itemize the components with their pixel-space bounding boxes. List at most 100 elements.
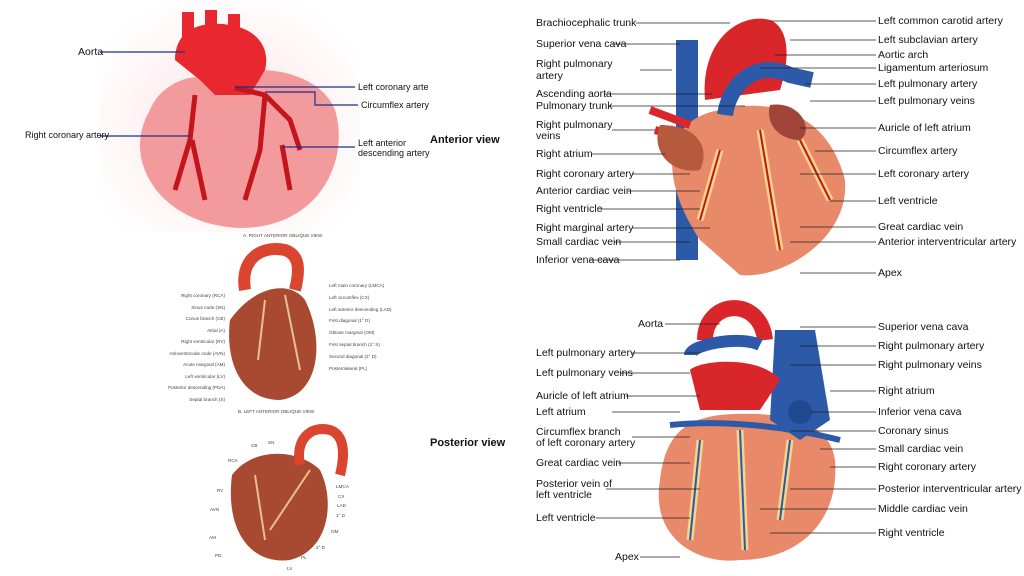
lao-label-rv: RV xyxy=(217,488,224,493)
rao-label: Left ventricular (LV) xyxy=(185,373,225,379)
rao-label: Acute marginal (AM) xyxy=(183,362,225,367)
post-label: Right atrium xyxy=(878,385,935,397)
post-label: Right coronary artery xyxy=(878,461,977,473)
lao-label-om: OM xyxy=(331,529,339,534)
anterior-heart-illustration xyxy=(648,18,846,276)
ant-label: Aortic arch xyxy=(878,49,929,61)
post-label: Right ventricle xyxy=(878,527,945,539)
rao-title: A. RIGHT ANTERIOR OBLIQUE VIEW xyxy=(243,233,323,238)
label-lad-2: descending artery xyxy=(358,148,430,158)
post-label: left ventricle xyxy=(536,489,593,501)
post-label: Left ventricle xyxy=(536,512,596,524)
post-label: Middle cardiac vein xyxy=(878,503,968,515)
post-label: Apex xyxy=(615,551,639,563)
label-circumflex: Circumflex artery xyxy=(361,100,430,110)
anterior-view-title: Anterior view xyxy=(430,134,500,146)
ant-label: Circumflex artery xyxy=(878,145,958,157)
lao-label-cx: CX xyxy=(338,494,345,499)
lao-label-lmca: LMCA xyxy=(336,484,349,489)
rao-heart-illustration xyxy=(229,243,317,400)
post-label: Great cardiac vein xyxy=(536,457,622,469)
rao-label: Left circumflex (CX) xyxy=(329,294,370,300)
lao-label-pd: PD xyxy=(215,553,222,558)
ant-label: Left common carotid artery xyxy=(878,15,1003,27)
label-right-coronary: Right coronary artery xyxy=(25,130,110,140)
rao-label: Left main coronary (LMCA) xyxy=(329,283,385,288)
ant-label: Right atrium xyxy=(536,148,593,160)
posterior-heart-illustration xyxy=(658,300,841,561)
rao-label: First diagonal (1° D) xyxy=(329,318,370,324)
ant-label: artery xyxy=(536,70,563,82)
ant-label: Ligamentum arteriosum xyxy=(878,62,989,74)
ant-label: Left coronary artery xyxy=(878,168,970,180)
post-label: of left coronary artery xyxy=(536,437,636,449)
lao-label-cb: CB xyxy=(251,443,258,448)
post-label: Coronary sinus xyxy=(878,425,949,437)
lao-label-rca: RCA xyxy=(228,458,238,463)
rao-label: Septal branch (S) xyxy=(189,396,225,402)
ant-label: Left pulmonary veins xyxy=(878,95,975,107)
lao-label-2d: 2° D xyxy=(316,545,325,550)
ant-label: Ascending aorta xyxy=(536,88,612,100)
rao-label: Second diagonal (2° D) xyxy=(329,353,377,359)
ant-label: Left ventricle xyxy=(878,195,938,207)
ant-label: Anterior cardiac vein xyxy=(536,185,632,197)
post-label: Auricle of left atrium xyxy=(536,390,629,402)
ant-label: Small cardiac vein xyxy=(536,236,622,248)
label-aorta: Aorta xyxy=(78,46,104,58)
rao-label: Sinus node (SN) xyxy=(191,304,225,310)
lao-title: B. LEFT ANTERIOR OBLIQUE VIEW xyxy=(238,409,315,414)
lao-label-lad: LAD xyxy=(337,503,346,508)
post-label: Superior vena cava xyxy=(878,321,969,333)
post-label: Aorta xyxy=(638,318,664,330)
lao-label-am: AM xyxy=(209,535,216,540)
ant-label: Right pulmonary xyxy=(536,119,613,131)
ant-label: Auricle of left atrium xyxy=(878,122,971,134)
ant-label: Right marginal artery xyxy=(536,222,634,234)
post-label: Left atrium xyxy=(536,406,586,418)
post-label: Posterior interventricular artery xyxy=(878,483,1022,495)
ant-label: Superior vena cava xyxy=(536,38,627,50)
rao-label: Atrial (A) xyxy=(207,327,225,333)
post-label: Right pulmonary veins xyxy=(878,359,982,371)
rao-left-labels: Right coronary (RCA) Sinus node (SN) Con… xyxy=(150,290,225,405)
lao-label-1d: 1° D xyxy=(336,513,345,518)
lao-label-avn: AVN xyxy=(210,507,220,512)
ant-label: Great cardiac vein xyxy=(878,221,964,233)
rao-right-labels: Left main coronary (LMCA) Left circumfle… xyxy=(329,280,392,374)
ant-label: Left pulmonary artery xyxy=(878,78,978,90)
post-label: Left pulmonary artery xyxy=(536,347,636,359)
rao-label: Posterolateral (PL) xyxy=(329,365,368,371)
rao-label: Left anterior descending (LAD) xyxy=(329,306,392,312)
lao-label-lv: LV xyxy=(287,566,293,571)
simple-heart-illustration xyxy=(100,0,360,232)
ant-label: Apex xyxy=(878,267,902,279)
post-label: Small cardiac vein xyxy=(878,443,964,455)
ant-label: Right coronary artery xyxy=(536,168,635,180)
ant-label: veins xyxy=(536,130,561,142)
rao-label: Conus branch (CB) xyxy=(185,316,225,321)
ant-label: Left subclavian artery xyxy=(878,34,978,46)
rao-label: Right coronary (RCA) xyxy=(181,293,225,298)
post-label: Left pulmonary veins xyxy=(536,367,633,379)
ant-label: Inferior vena cava xyxy=(536,254,620,266)
rao-label: Atrioventricular node (AVN) xyxy=(169,350,225,356)
lao-heart-illustration xyxy=(230,424,348,561)
post-label: Circumflex branch xyxy=(536,426,621,438)
rao-label: Posterior descending (PDA) xyxy=(168,385,225,390)
label-left-coronary: Left coronary arte xyxy=(358,82,429,92)
ant-label: Brachiocephalic trunk xyxy=(536,17,637,29)
post-label: Right pulmonary artery xyxy=(878,340,985,352)
rao-label: First septal branch (1° S) xyxy=(329,341,380,347)
post-label: Inferior vena cava xyxy=(878,406,962,418)
lao-label-pl: PL xyxy=(301,555,307,560)
posterior-view-title: Posterior view xyxy=(430,437,506,449)
ant-label: Right pulmonary xyxy=(536,58,613,70)
rao-label: Obtuse marginal (OM) xyxy=(329,330,375,336)
ant-label: Pulmonary trunk xyxy=(536,100,613,112)
rao-label: Right ventricular (RV) xyxy=(181,339,225,344)
lao-label-sn: SN xyxy=(268,440,275,445)
label-lad-1: Left anterior xyxy=(358,138,407,148)
ant-label: Right ventricle xyxy=(536,203,603,215)
